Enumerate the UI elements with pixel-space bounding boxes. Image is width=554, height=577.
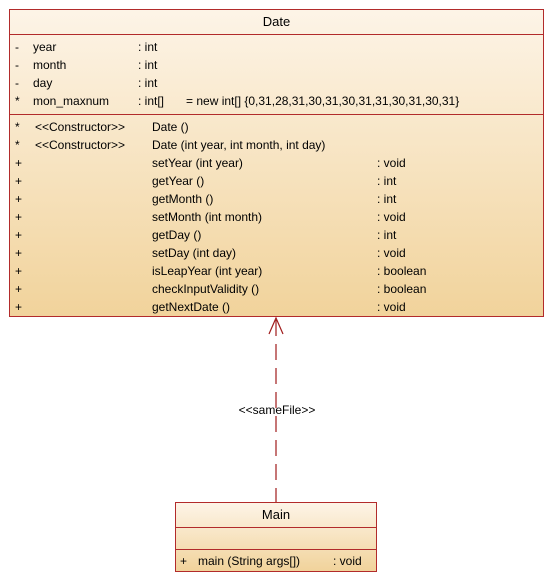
date-operations-section: * <<Constructor>> Date () * <<Constructor>> D… xyxy=(10,114,543,316)
visibility-marker: + xyxy=(15,282,23,296)
method-signature: isLeapYear (int year) xyxy=(152,264,263,278)
method-row: + setMonth (int month) : void xyxy=(10,208,543,226)
method-row: + getNextDate () : void xyxy=(10,298,543,316)
method-signature: setDay (int day) xyxy=(152,246,237,260)
constructor-row: * <<Constructor>> Date (int year, int mont… xyxy=(10,136,543,154)
method-return-type: : int xyxy=(377,174,397,188)
attribute-type: : int xyxy=(138,40,158,54)
method-signature: setMonth (int month) xyxy=(152,210,263,224)
method-return-type: : int xyxy=(377,228,397,242)
method-signature: setYear (int year) xyxy=(152,156,243,170)
method-signature: getYear () xyxy=(152,174,205,188)
visibility-marker: - xyxy=(15,76,19,90)
main-class-name: Main xyxy=(261,507,291,522)
method-signature: getDay () xyxy=(152,228,202,242)
main-attributes-section xyxy=(176,527,376,549)
method-signature: getNextDate () xyxy=(152,300,231,314)
visibility-marker: + xyxy=(15,300,23,314)
method-return-type: : int xyxy=(377,192,397,206)
dependency-arrowhead xyxy=(268,316,284,335)
attribute-name: day xyxy=(33,76,53,90)
visibility-marker: + xyxy=(180,554,188,568)
method-signature: main (String args[]) xyxy=(198,554,301,568)
method-row: + getMonth () : int xyxy=(10,190,543,208)
method-return-type: : void xyxy=(377,246,406,260)
constructor-row: * <<Constructor>> Date () xyxy=(10,118,543,136)
method-row: + isLeapYear (int year) : boolean xyxy=(10,262,543,280)
visibility-marker: + xyxy=(15,174,23,188)
method-return-type: : boolean xyxy=(377,264,427,278)
attribute-type: : int xyxy=(138,76,158,90)
date-attributes-section: -year: int-month: int-day: int*mon_maxnu… xyxy=(10,34,543,114)
visibility-marker: - xyxy=(15,58,19,72)
attribute-row: -day : int xyxy=(10,74,543,92)
visibility-marker: * xyxy=(15,120,20,134)
method-row: + getYear () : int xyxy=(10,172,543,190)
attribute-name: year xyxy=(33,40,57,54)
attribute-row: * mon_maxnum : int[] = new int[] {0,31,28,3… xyxy=(10,92,543,110)
visibility-marker: * xyxy=(15,138,20,152)
date-class-name: Date xyxy=(262,14,291,29)
method-signature: getMonth () xyxy=(152,192,214,206)
visibility-marker: + xyxy=(15,228,23,242)
visibility-marker: - xyxy=(15,40,19,54)
visibility-marker: * xyxy=(15,94,20,108)
attribute-name: mon_maxnum xyxy=(33,94,110,108)
visibility-marker: + xyxy=(15,264,23,278)
visibility-marker: + xyxy=(15,192,23,206)
method-return-type: : void xyxy=(377,300,406,314)
constructor-signature: Date () xyxy=(152,120,189,134)
attribute-row: -year : int xyxy=(10,38,543,56)
constructor-stereotype: <<Constructor>> xyxy=(35,120,126,134)
main-operations-section: + main (String args[]) : void xyxy=(176,549,376,570)
visibility-marker: + xyxy=(15,246,23,260)
method-row: + getDay () : int xyxy=(10,226,543,244)
method-row: + main (String args[]) : void xyxy=(176,552,376,570)
method-row: + setDay (int day) : void xyxy=(10,244,543,262)
constructor-stereotype: <<Constructor>> xyxy=(35,138,126,152)
attribute-initial-value: = new int[] {0,31,28,31,30,31,30,31,31,3… xyxy=(186,94,460,108)
method-return-type: : void xyxy=(377,156,406,170)
attribute-name: month xyxy=(33,58,67,72)
method-row: + checkInputValidity () : boolean xyxy=(10,280,543,298)
attribute-row: -month : int xyxy=(10,56,543,74)
constructor-signature: Date (int year, int month, int day) xyxy=(152,138,326,152)
main-class-box[interactable]: Main + main (String args[]) : void xyxy=(175,502,377,572)
attribute-type: : int xyxy=(138,58,158,72)
dependency-stereotype-label: <<sameFile>> xyxy=(238,403,316,417)
attribute-type: : int[] xyxy=(138,94,165,108)
method-row: + setYear (int year) : void xyxy=(10,154,543,172)
method-signature: checkInputValidity () xyxy=(152,282,260,296)
method-return-type: : void xyxy=(333,554,362,568)
method-return-type: : boolean xyxy=(377,282,427,296)
date-class-box[interactable]: Date -year: int-month: int-day: int*mon_… xyxy=(9,9,544,317)
visibility-marker: + xyxy=(15,210,23,224)
visibility-marker: + xyxy=(15,156,23,170)
method-return-type: : void xyxy=(377,210,406,224)
